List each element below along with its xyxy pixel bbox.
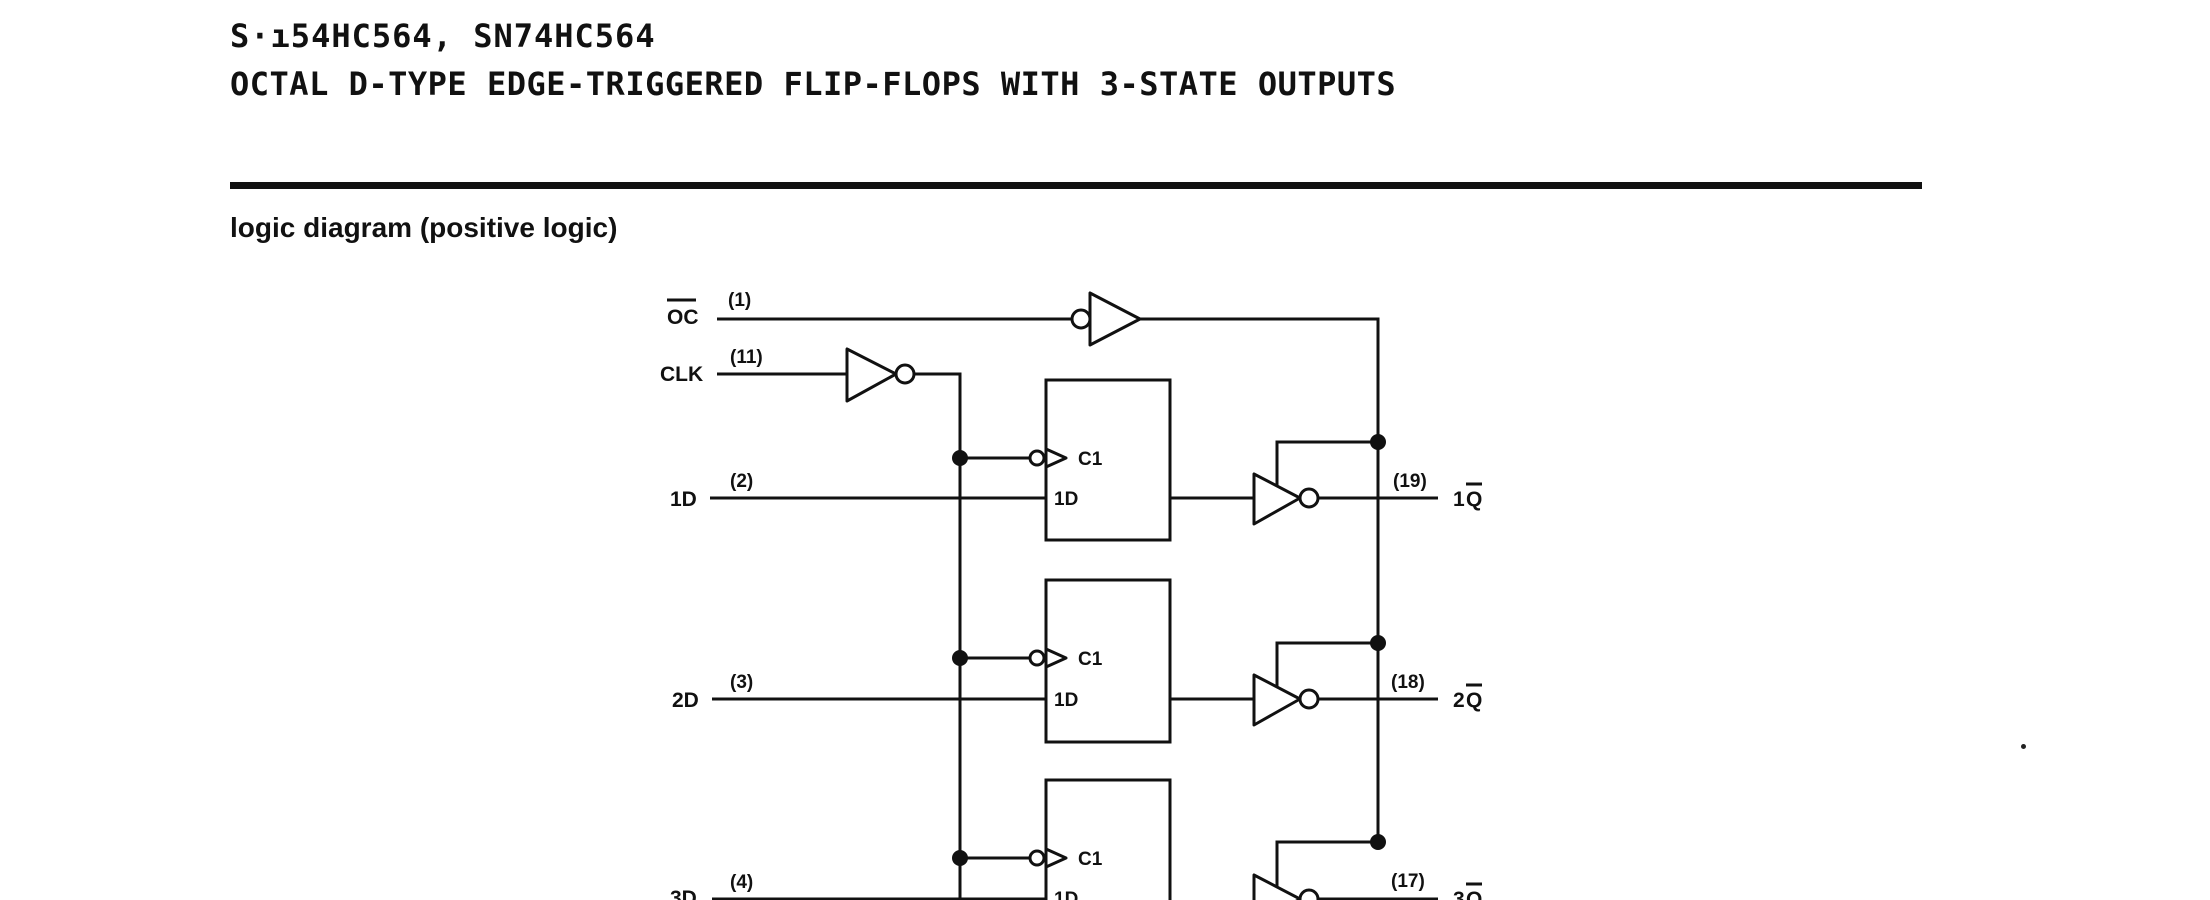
oc-input: OC (1)	[667, 290, 1380, 842]
clk-bus	[914, 372, 962, 900]
clock-edge-marker-3	[1044, 847, 1068, 869]
enable-wire-1	[1275, 440, 1378, 485]
clk-inverter-bubble	[894, 363, 916, 385]
output-label-2: Q	[1466, 689, 1482, 712]
clk-pin: (11)	[730, 347, 763, 368]
input-pin-2: (3)	[730, 672, 753, 693]
output-prefix-1: 1	[1453, 488, 1465, 511]
oc-enable-bus	[1140, 317, 1380, 842]
clock-input-label-2: C1	[1078, 649, 1103, 670]
output-bubble-1	[1298, 487, 1320, 509]
input-label-1: 1D	[670, 488, 697, 511]
channel-1: 1D (2) C1 1D (19) 1 Q	[670, 378, 1482, 542]
clk-bubble-3	[1028, 849, 1046, 867]
oc-label: OC	[667, 306, 699, 329]
data-input-label-1: 1D	[1054, 489, 1078, 510]
channel-3: 3D (4) C1 1D (17) 3 Q	[670, 778, 1482, 900]
clk-inverter-triangle	[845, 347, 898, 403]
output-pin-3: (17)	[1391, 871, 1425, 892]
oc-pin: (1)	[728, 290, 751, 311]
output-prefix-2: 2	[1453, 689, 1465, 712]
clock-edge-marker-2	[1044, 647, 1068, 669]
oc-buffer-triangle	[1088, 291, 1142, 347]
document-header: S·ı54HC564, SN74HC564 OCTAL D-TYPE EDGE-…	[230, 20, 1396, 100]
flip-flop-1	[1044, 378, 1172, 542]
clk-bubble-1	[1028, 449, 1046, 467]
clock-input-label-3: C1	[1078, 849, 1103, 870]
flip-flop-2	[1044, 578, 1172, 744]
clock-edge-marker-1	[1044, 447, 1068, 469]
scan-speck	[2021, 744, 2026, 749]
output-label-1: Q	[1466, 488, 1482, 511]
channel-2: 2D (3) C1 1D (18) 2 Q	[672, 578, 1482, 744]
flip-flop-3	[1044, 778, 1172, 900]
data-input-label-3: 1D	[1054, 889, 1078, 900]
clk-input: CLK (11)	[660, 347, 962, 900]
enable-junction-2	[1370, 635, 1386, 651]
output-bubble-2	[1298, 688, 1320, 710]
part-numbers: S·ı54HC564, SN74HC564	[230, 17, 656, 55]
input-pin-1: (2)	[730, 471, 753, 492]
enable-junction-1	[1370, 434, 1386, 450]
enable-wire-2	[1275, 641, 1378, 686]
oc-buffer-bubble	[1070, 308, 1092, 330]
enable-wire-3	[1275, 840, 1378, 886]
data-input-label-2: 1D	[1054, 690, 1078, 711]
input-label-3: 3D	[670, 887, 697, 900]
output-buffer-1	[1252, 472, 1302, 526]
section-heading: logic diagram (positive logic)	[230, 212, 618, 243]
input-pin-3: (4)	[730, 872, 753, 893]
header-rule	[230, 182, 1922, 189]
output-bubble-3	[1298, 888, 1320, 900]
clock-input-label-1: C1	[1078, 449, 1103, 470]
output-buffer-3	[1252, 873, 1302, 900]
output-label-3: Q	[1466, 888, 1482, 900]
output-pin-1: (19)	[1393, 471, 1427, 492]
enable-junction-3	[1370, 834, 1386, 850]
document-title: OCTAL D-TYPE EDGE-TRIGGERED FLIP-FLOPS W…	[230, 65, 1397, 103]
output-pin-2: (18)	[1391, 672, 1425, 693]
input-label-2: 2D	[672, 689, 699, 712]
output-prefix-3: 3	[1453, 888, 1465, 900]
clk-bubble-2	[1028, 649, 1046, 667]
clk-label: CLK	[660, 363, 703, 386]
output-buffer-2	[1252, 673, 1302, 727]
